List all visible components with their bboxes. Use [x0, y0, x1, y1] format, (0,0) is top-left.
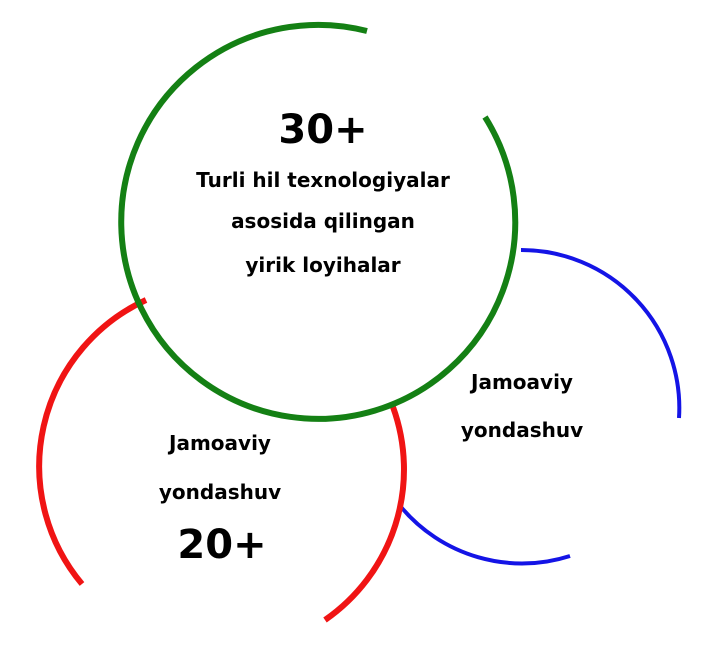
red-circle-text-line-1: Jamoaviy	[169, 431, 271, 455]
red-circle-number: 20+	[177, 522, 267, 568]
green-ring-arc	[118, 21, 519, 422]
blue-circle-text-line-2: yondashuv	[460, 418, 584, 442]
red-circle-text-line-2: yondashuv	[158, 480, 282, 504]
green-circle-text-line-1: Turli hil texnologiyalar	[196, 168, 450, 192]
green-circle-text-line-2: asosida qilingan	[231, 209, 415, 233]
green-circle-number: 30+	[278, 107, 368, 153]
red-ring-arc	[36, 297, 407, 623]
green-circle-text-line-3: yirik loyihalar	[245, 253, 401, 277]
blue-ring-arc	[399, 247, 682, 566]
blue-circle-text-line-1: Jamoaviy	[471, 370, 573, 394]
